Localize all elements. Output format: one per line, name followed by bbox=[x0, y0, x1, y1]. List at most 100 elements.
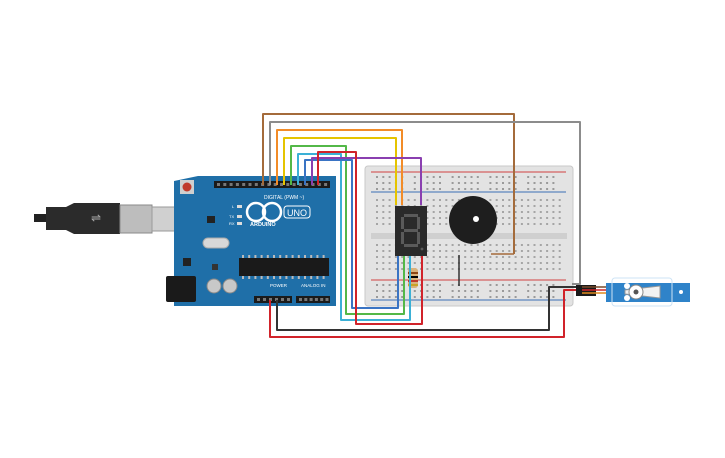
breadboard-hole[interactable] bbox=[527, 205, 530, 207]
breadboard-hole[interactable] bbox=[388, 256, 391, 258]
breadboard-hole[interactable] bbox=[546, 217, 549, 219]
breadboard-hole[interactable] bbox=[527, 199, 530, 201]
rail-hole[interactable] bbox=[464, 176, 467, 178]
rail-hole[interactable] bbox=[470, 188, 473, 190]
breadboard-hole[interactable] bbox=[407, 256, 410, 258]
wire-cyan[interactable] bbox=[297, 153, 411, 321]
rail-hole[interactable] bbox=[426, 296, 429, 298]
rail-hole[interactable] bbox=[495, 290, 498, 292]
breadboard-hole[interactable] bbox=[533, 262, 536, 264]
breadboard-hole[interactable] bbox=[432, 256, 435, 258]
breadboard-hole[interactable] bbox=[432, 268, 435, 270]
breadboard-hole[interactable] bbox=[451, 262, 454, 264]
breadboard-hole[interactable] bbox=[527, 217, 530, 219]
digital-pin[interactable] bbox=[292, 183, 296, 186]
rail-hole[interactable] bbox=[457, 176, 460, 178]
rail-hole[interactable] bbox=[502, 176, 504, 178]
rail-hole[interactable] bbox=[508, 296, 511, 298]
rail-hole[interactable] bbox=[426, 290, 429, 292]
breadboard-hole[interactable] bbox=[476, 256, 479, 258]
breadboard-hole[interactable] bbox=[432, 244, 435, 246]
rail-hole[interactable] bbox=[552, 296, 555, 298]
breadboard-hole[interactable] bbox=[552, 199, 555, 201]
rail-hole[interactable] bbox=[457, 188, 460, 190]
breadboard-hole[interactable] bbox=[552, 223, 555, 225]
wire-gray[interactable] bbox=[269, 121, 581, 285]
breadboard-hole[interactable] bbox=[520, 199, 523, 201]
rail-hole[interactable] bbox=[552, 284, 555, 286]
analog-pin[interactable] bbox=[320, 298, 324, 301]
breadboard-hole[interactable] bbox=[464, 250, 467, 252]
rail-hole[interactable] bbox=[464, 296, 467, 298]
breadboard-hole[interactable] bbox=[527, 244, 530, 246]
power-pin[interactable] bbox=[269, 298, 272, 301]
breadboard-hole[interactable] bbox=[527, 262, 530, 264]
rail-hole[interactable] bbox=[539, 290, 542, 292]
breadboard-hole[interactable] bbox=[546, 244, 549, 246]
digital-pin[interactable] bbox=[254, 183, 258, 186]
breadboard-hole[interactable] bbox=[382, 244, 385, 246]
breadboard-hole[interactable] bbox=[439, 205, 441, 207]
wire-red[interactable] bbox=[269, 289, 576, 338]
rail-hole[interactable] bbox=[451, 296, 454, 298]
analog-pin[interactable] bbox=[304, 298, 308, 301]
breadboard-hole[interactable] bbox=[533, 256, 536, 258]
rail-hole[interactable] bbox=[489, 296, 492, 298]
breadboard-hole[interactable] bbox=[388, 244, 391, 246]
rail-hole[interactable] bbox=[394, 284, 397, 286]
breadboard-hole[interactable] bbox=[464, 256, 467, 258]
rail-hole[interactable] bbox=[539, 176, 542, 178]
breadboard-hole[interactable] bbox=[502, 256, 504, 258]
rail-hole[interactable] bbox=[546, 290, 549, 292]
breadboard-hole[interactable] bbox=[533, 217, 536, 219]
breadboard-hole[interactable] bbox=[376, 199, 378, 201]
rail-hole[interactable] bbox=[376, 182, 378, 184]
breadboard-hole[interactable] bbox=[445, 262, 448, 264]
digital-pin[interactable] bbox=[248, 183, 252, 186]
piezo-buzzer[interactable] bbox=[449, 196, 497, 286]
rail-hole[interactable] bbox=[382, 182, 385, 184]
breadboard-hole[interactable] bbox=[439, 217, 441, 219]
rail-hole[interactable] bbox=[527, 182, 530, 184]
rail-hole[interactable] bbox=[426, 176, 429, 178]
rail-hole[interactable] bbox=[439, 182, 441, 184]
rail-hole[interactable] bbox=[376, 176, 378, 178]
breadboard-hole[interactable] bbox=[539, 268, 542, 270]
rail-hole[interactable] bbox=[439, 176, 441, 178]
breadboard-hole[interactable] bbox=[546, 211, 549, 213]
rail-hole[interactable] bbox=[401, 290, 404, 292]
breadboard-hole[interactable] bbox=[382, 205, 385, 207]
breadboard-hole[interactable] bbox=[514, 217, 517, 219]
breadboard-hole[interactable] bbox=[426, 244, 429, 246]
breadboard-hole[interactable] bbox=[432, 223, 435, 225]
wire-black[interactable] bbox=[276, 286, 576, 331]
rail-hole[interactable] bbox=[495, 284, 498, 286]
breadboard-hole[interactable] bbox=[527, 223, 530, 225]
breadboard-hole[interactable] bbox=[445, 268, 448, 270]
rail-hole[interactable] bbox=[546, 176, 549, 178]
breadboard-hole[interactable] bbox=[426, 262, 429, 264]
breadboard-hole[interactable] bbox=[439, 223, 441, 225]
breadboard-hole[interactable] bbox=[489, 244, 492, 246]
breadboard-hole[interactable] bbox=[508, 223, 511, 225]
rail-hole[interactable] bbox=[426, 182, 429, 184]
breadboard-hole[interactable] bbox=[464, 262, 467, 264]
breadboard-hole[interactable] bbox=[451, 199, 454, 201]
breadboard-hole[interactable] bbox=[470, 244, 473, 246]
rail-hole[interactable] bbox=[502, 290, 504, 292]
rail-hole[interactable] bbox=[527, 290, 530, 292]
breadboard-hole[interactable] bbox=[388, 262, 391, 264]
rail-hole[interactable] bbox=[382, 188, 385, 190]
breadboard-hole[interactable] bbox=[558, 217, 561, 219]
breadboard-hole[interactable] bbox=[502, 223, 504, 225]
breadboard-hole[interactable] bbox=[382, 250, 385, 252]
rail-hole[interactable] bbox=[476, 182, 479, 184]
breadboard-hole[interactable] bbox=[439, 268, 441, 270]
breadboard-hole[interactable] bbox=[489, 250, 492, 252]
rail-hole[interactable] bbox=[394, 296, 397, 298]
rail-hole[interactable] bbox=[376, 188, 378, 190]
rail-hole[interactable] bbox=[451, 290, 454, 292]
breadboard-hole[interactable] bbox=[432, 250, 435, 252]
breadboard-hole[interactable] bbox=[520, 256, 523, 258]
breadboard-hole[interactable] bbox=[539, 262, 542, 264]
